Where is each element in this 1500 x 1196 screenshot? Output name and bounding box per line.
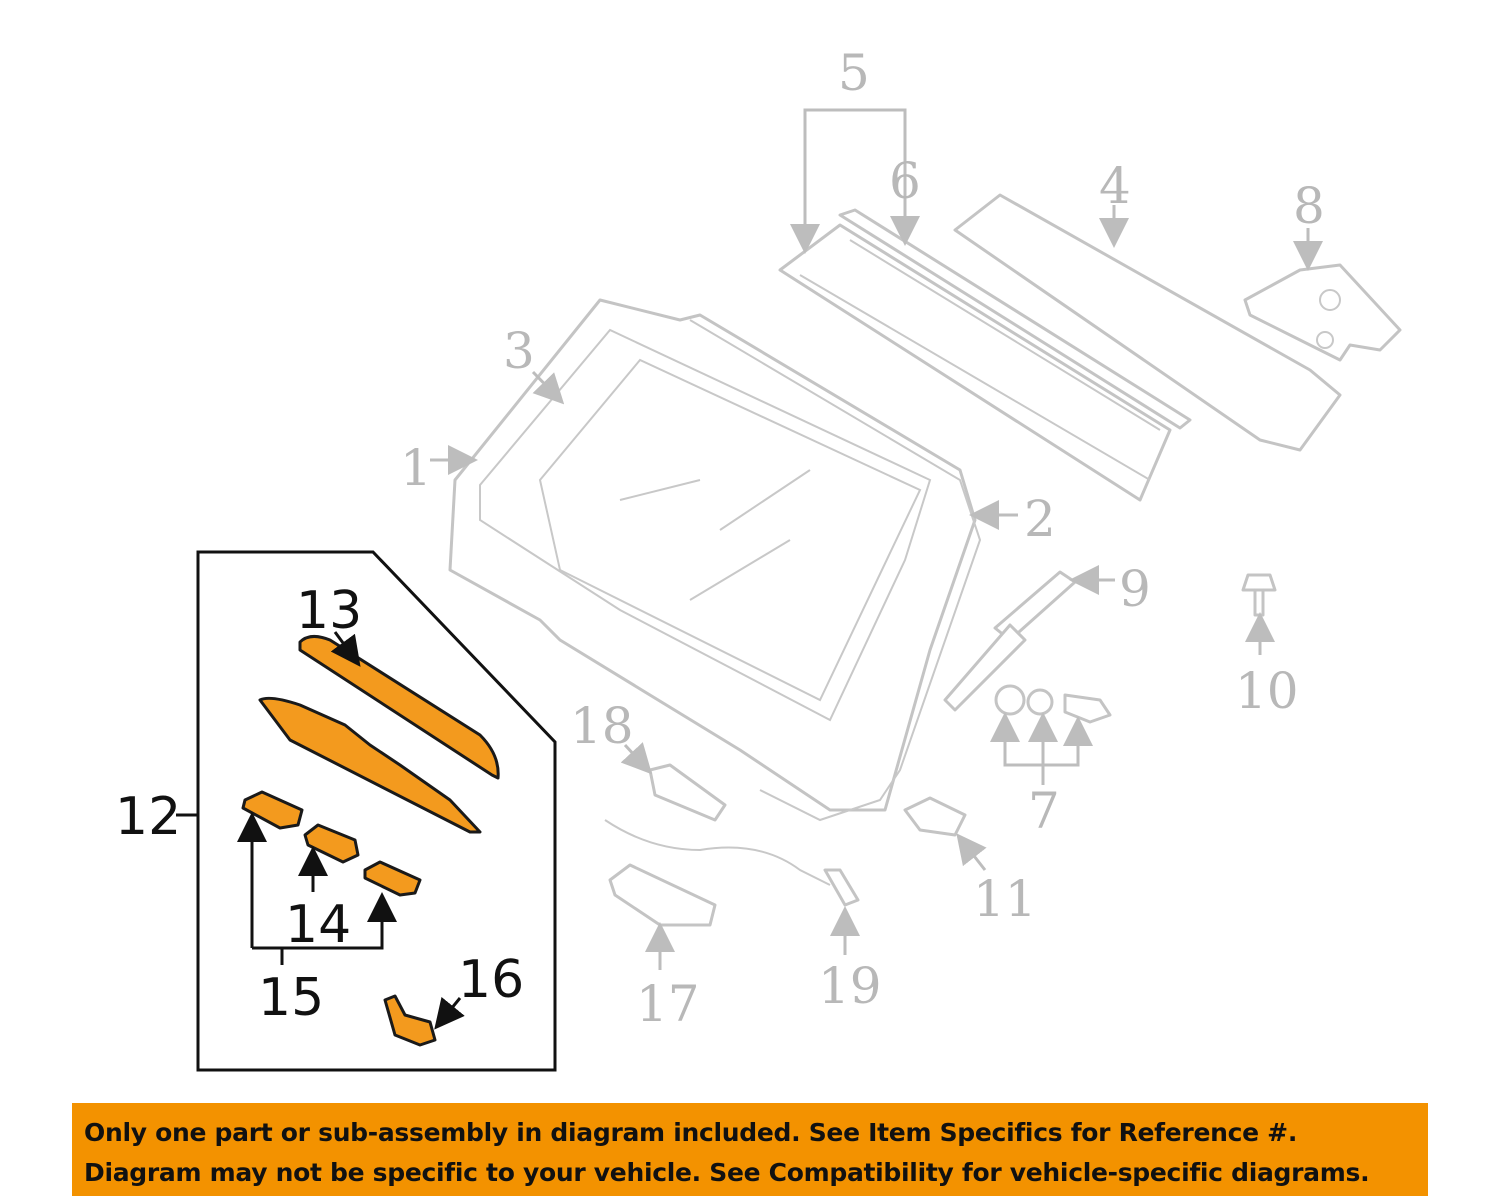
disclaimer-banner: Only one part or sub-assembly in diagram…	[72, 1103, 1428, 1196]
callout-1: 1	[400, 439, 432, 497]
callout-10: 10	[1235, 662, 1299, 720]
diagram-canvas: 5 6 4 8 3 1 2 9 10 7 11 17 18 19 12 13 1…	[115, 44, 1402, 1072]
lock-part-17	[608, 863, 717, 927]
callout-13: 13	[296, 581, 362, 641]
lamp-part-14	[303, 823, 360, 864]
liftgate-part-1	[448, 298, 977, 812]
callout-2: 2	[1024, 490, 1056, 548]
callout-9: 9	[1119, 560, 1151, 618]
handle-part-18	[648, 763, 727, 822]
spoiler-part-4	[953, 193, 1342, 452]
trim-panel-part-5	[778, 223, 1172, 502]
seal-part-6	[838, 208, 1192, 430]
disclaimer-line-1: Only one part or sub-assembly in diagram…	[84, 1118, 1298, 1147]
clip-part-19	[823, 868, 860, 907]
leader-lines	[430, 108, 1323, 970]
callout-7: 7	[1028, 782, 1060, 840]
inset-box-12	[176, 550, 557, 1072]
latch-part-11	[903, 796, 967, 837]
callout-3: 3	[503, 322, 535, 380]
garnish-part-13	[298, 635, 500, 780]
callout-19: 19	[818, 957, 882, 1015]
lamp-part-15b	[363, 860, 422, 897]
bumper-part-7	[994, 684, 1112, 724]
callout-18: 18	[570, 697, 634, 755]
strut-part-9	[943, 570, 1077, 712]
bulb-part-16	[383, 994, 437, 1047]
callout-16: 16	[458, 950, 524, 1010]
callout-11: 11	[973, 870, 1037, 928]
callout-5: 5	[838, 44, 870, 102]
callout-6: 6	[889, 152, 921, 210]
callout-17: 17	[636, 975, 700, 1033]
lamp-housing-part-12	[258, 696, 482, 834]
callout-8: 8	[1293, 177, 1325, 235]
cable-part-19	[604, 819, 831, 886]
callout-14: 14	[285, 895, 351, 955]
callout-15: 15	[258, 968, 324, 1028]
lamp-part-15a	[241, 790, 304, 830]
weatherstrip-part-2	[689, 319, 982, 822]
callout-4: 4	[1099, 157, 1131, 215]
callout-12: 12	[115, 787, 181, 847]
bolt-part-10	[1241, 573, 1277, 617]
disclaimer-line-2: Diagram may not be specific to your vehi…	[84, 1158, 1370, 1187]
